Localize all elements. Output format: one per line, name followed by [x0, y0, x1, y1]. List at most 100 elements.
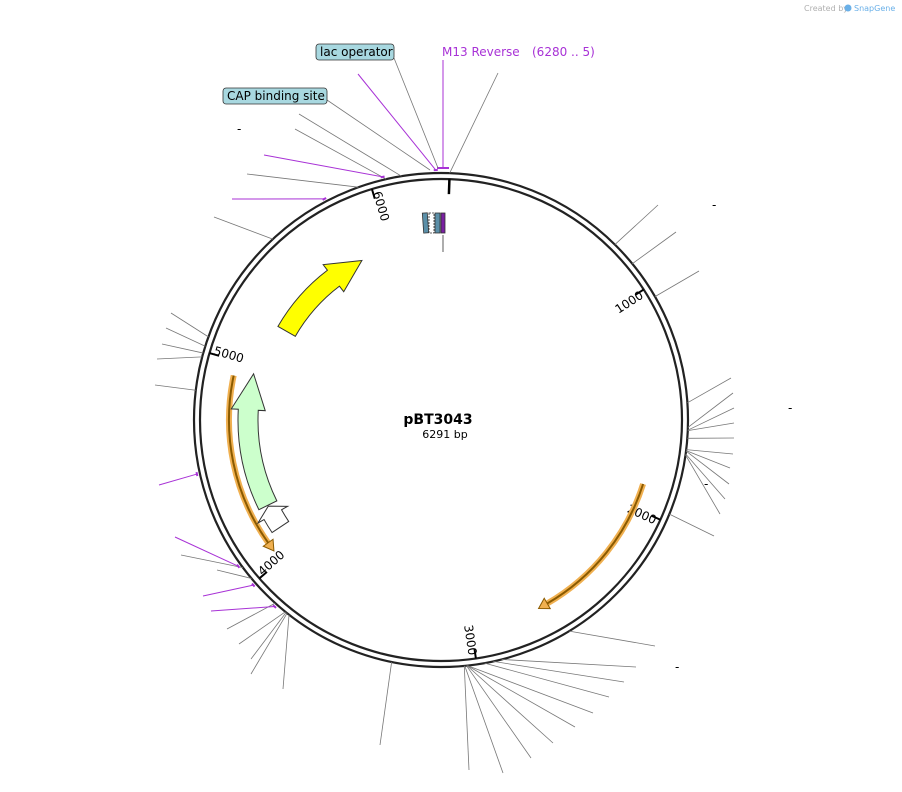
leader-line [165, 327, 206, 347]
primer-mark [272, 604, 277, 609]
leader-line [467, 665, 594, 714]
name-separator: - [788, 401, 792, 415]
primer-mark [236, 563, 241, 569]
primer-m13-reverse-name: M13 Reverse [442, 45, 520, 59]
tick-label: 5000 [212, 344, 245, 366]
backbone-inner-strand [198, 177, 684, 663]
leader-line [154, 384, 196, 391]
tick-mark [473, 648, 477, 659]
leader-line [685, 450, 730, 485]
orf-arc-core [227, 375, 269, 544]
orf-arc [545, 483, 646, 607]
leader-line [687, 422, 735, 432]
name-separator: - [704, 477, 708, 491]
tick-mark [650, 514, 661, 521]
leader-line [493, 661, 625, 683]
leader-line [685, 454, 721, 515]
tick-mark [370, 188, 376, 199]
feature-ampr-promoter [256, 505, 290, 534]
box-lac-operator-label: lac operator [320, 45, 393, 59]
leader-line [180, 554, 244, 568]
name-separator: - [675, 660, 679, 674]
leader-line [467, 665, 576, 728]
orf-arrowhead [262, 538, 275, 552]
credit-brand: SnapGene [854, 4, 895, 13]
orf-arrowhead [537, 597, 552, 610]
plasmid-name: pBT3043 [403, 412, 472, 428]
leader-line [632, 231, 677, 265]
leader-line [614, 204, 659, 245]
primer-mark [322, 197, 327, 201]
name-separator: - [237, 122, 241, 136]
leader-line [294, 128, 387, 180]
box-cap-binding-site-label: CAP binding site [227, 89, 325, 103]
leader-line [685, 450, 731, 469]
primer-leader [210, 606, 275, 612]
credit-text: Created by [804, 4, 848, 13]
feature-lac-operator [434, 212, 441, 234]
primer-m13-reverse-range: (6280 .. 5) [532, 45, 595, 59]
cap-site-leader [326, 99, 431, 171]
backbone [192, 171, 690, 669]
leader-line [687, 407, 735, 431]
leader-line [250, 612, 288, 675]
leader-line [170, 312, 209, 338]
leader-line [685, 453, 726, 500]
name-separator: - [712, 198, 716, 212]
orf-arc-core [546, 483, 645, 605]
tick-mark [258, 571, 268, 580]
leader-line [687, 377, 732, 404]
feature-cap-site [428, 212, 435, 234]
box-cap-binding-site: CAP binding site [222, 87, 328, 105]
plasmid-length: 6291 bp [422, 428, 467, 441]
tick-label: 4000 [255, 548, 287, 579]
feature-ori [277, 259, 363, 338]
box-lac-operator-bg [315, 43, 395, 61]
leader-line [250, 612, 287, 660]
leader-line [213, 216, 273, 240]
snapgene-logo-icon [844, 4, 852, 12]
leader-lines [154, 57, 735, 774]
leader-line [156, 356, 203, 360]
primer-leader [174, 536, 239, 567]
lac-operator-leader [393, 57, 439, 169]
primer-mark [380, 175, 385, 179]
tick-label: 6000 [370, 190, 392, 223]
primer-leader [357, 73, 437, 171]
site-labels: - - - - - [237, 122, 792, 674]
leader-line [161, 343, 204, 354]
backbone-outer-strand [192, 171, 690, 669]
leader-line [282, 614, 290, 690]
primer-leader [158, 473, 198, 486]
tick-mark [634, 288, 645, 296]
feature-lac-promoter [421, 212, 430, 234]
credit: Created by SnapGene [804, 4, 895, 13]
leader-line [463, 665, 470, 771]
leader-line [379, 661, 393, 746]
leader-line [466, 665, 554, 744]
orf-arcs [225, 374, 646, 610]
leader-line [501, 659, 637, 668]
leader-line [569, 630, 656, 647]
leader-line [464, 665, 504, 774]
tick-mark [209, 352, 220, 357]
leader-line [654, 270, 700, 297]
leader-line [246, 173, 359, 188]
box-cap-binding-site-bg [222, 87, 328, 105]
tick-label: 1000 [613, 288, 646, 316]
leader-line [484, 662, 610, 698]
box-lac-operator: lac operator [315, 43, 395, 61]
leader-line [238, 611, 286, 645]
leader-line [449, 72, 499, 174]
tick-label: 3000 [461, 624, 479, 656]
primer-leader [202, 584, 254, 597]
origin-marker [447, 179, 451, 195]
leader-line [687, 392, 734, 428]
primer-m13-reverse: M13 Reverse (6280 .. 5) [442, 45, 595, 59]
feature-arrows [230, 212, 446, 534]
leader-line [686, 449, 734, 455]
primer-mark [251, 582, 256, 588]
leader-line [669, 513, 715, 537]
